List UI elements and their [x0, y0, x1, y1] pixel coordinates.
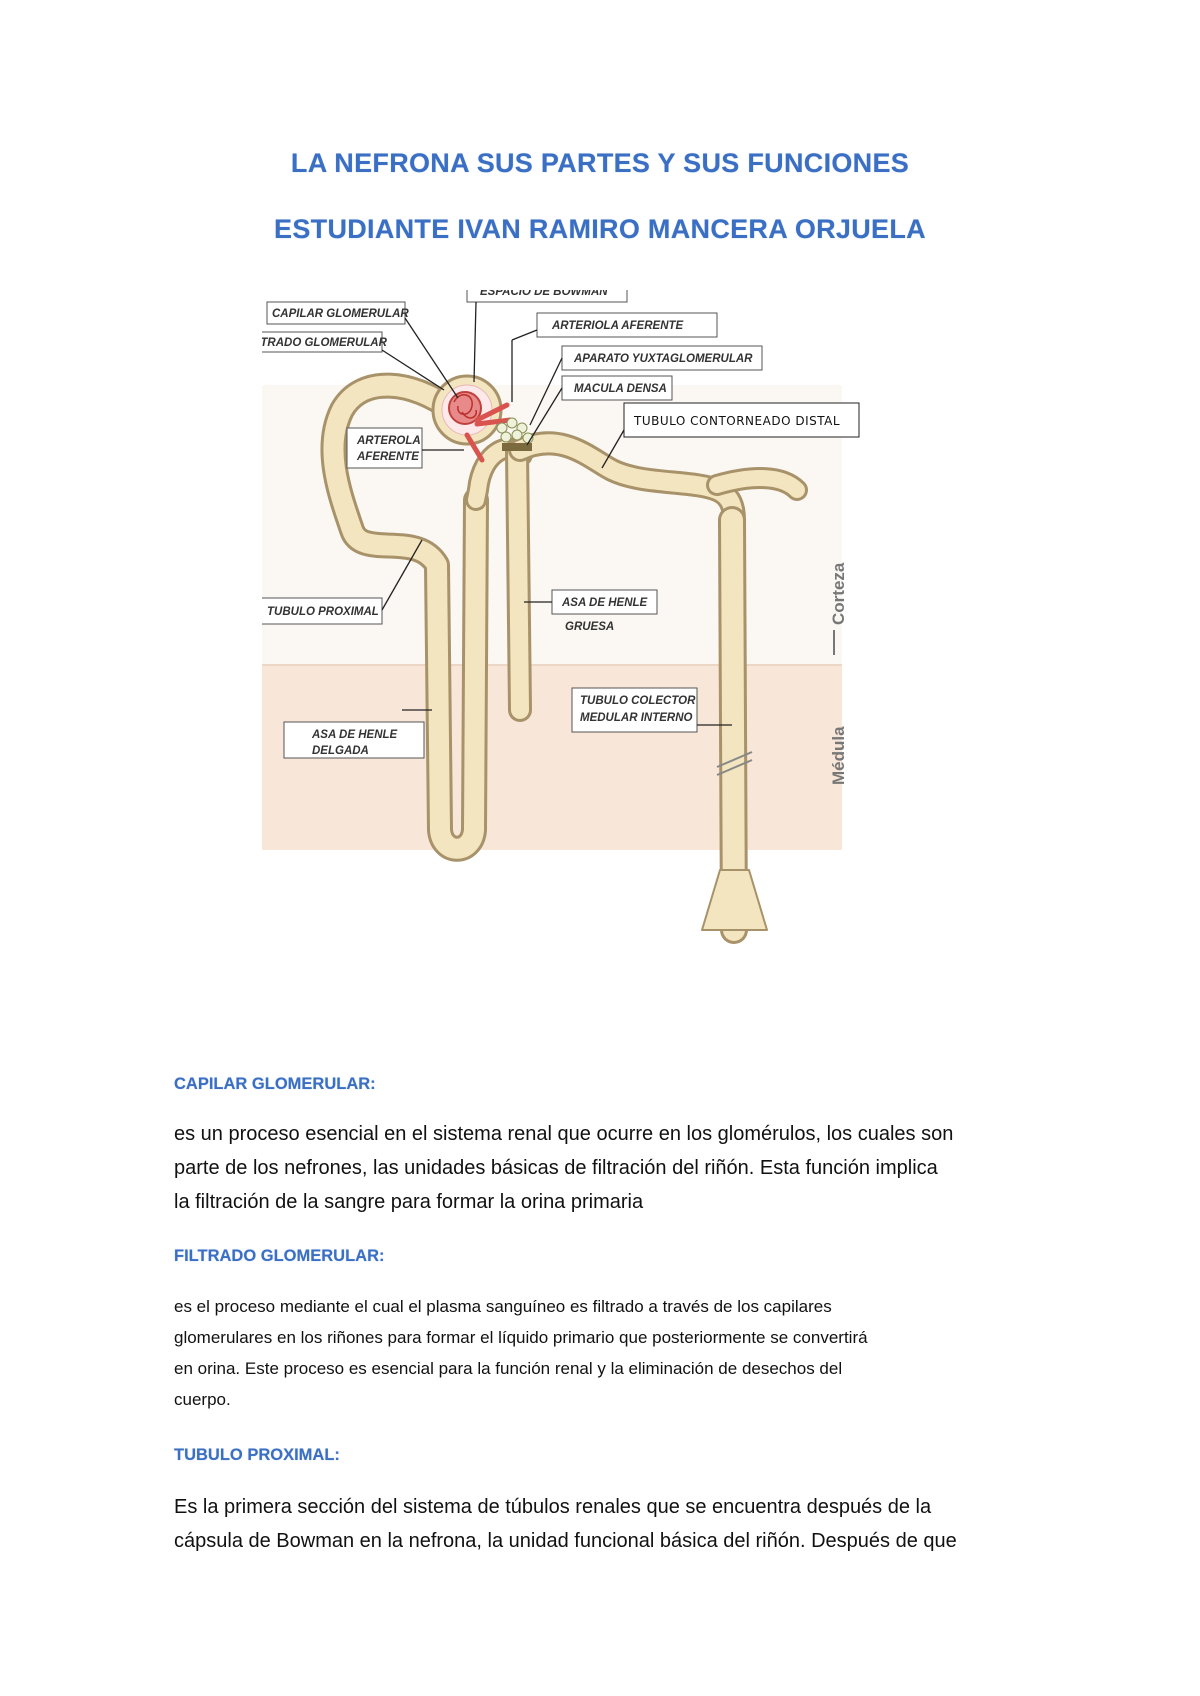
paragraph-filtrado-glomerular: es el proceso mediante el cual el plasma…	[174, 1291, 1054, 1415]
label-espacio-bowman: ESPACIO DE BOWMAN	[480, 290, 608, 298]
text-line: es un proceso esencial en el sistema ren…	[174, 1117, 1054, 1151]
text-line: glomerulares en los riñones para formar …	[174, 1322, 1054, 1353]
text-line: cápsula de Bowman en la nefrona, la unid…	[174, 1524, 1054, 1558]
label-arteriola-aferente: ARTERIOLA AFERENTE	[551, 320, 684, 332]
text-line: cuerpo.	[174, 1384, 1054, 1415]
heading-tubulo-proximal: TUBULO PROXIMAL:	[174, 1446, 340, 1465]
label-tubulo-distal: TUBULO CONTORNEADO DISTAL	[633, 414, 840, 428]
label-corteza: Corteza	[829, 562, 848, 625]
paragraph-capilar-glomerular: es un proceso esencial en el sistema ren…	[174, 1117, 1054, 1219]
nephron-diagram: ESPACIO DE BOWMAN CAPILAR GLOMERULAR ART…	[262, 290, 942, 975]
document-title: LA NEFRONA SUS PARTES Y SUS FUNCIONES	[0, 148, 1200, 179]
label-gruesa: GRUESA	[565, 621, 614, 633]
label-asa-delgada-2: DELGADA	[312, 745, 369, 757]
paragraph-tubulo-proximal: Es la primera sección del sistema de túb…	[174, 1490, 1054, 1558]
text-line: en orina. Este proceso es esencial para …	[174, 1353, 1054, 1384]
text-line: Es la primera sección del sistema de túb…	[174, 1490, 1054, 1524]
document-author: ESTUDIANTE IVAN RAMIRO MANCERA ORJUELA	[0, 214, 1200, 245]
heading-filtrado-glomerular: FILTRADO GLOMERULAR:	[174, 1247, 385, 1266]
text-line: parte de los nefrones, las unidades bási…	[174, 1151, 1054, 1185]
heading-capilar-glomerular: CAPILAR GLOMERULAR:	[174, 1075, 376, 1094]
label-capilar-glomerular: CAPILAR GLOMERULAR	[272, 308, 409, 320]
collecting-duct-flare	[702, 870, 767, 930]
label-macula-densa: MACULA DENSA	[574, 383, 667, 395]
text-line: es el proceso mediante el cual el plasma…	[174, 1291, 1054, 1322]
label-tubulo-proximal: TUBULO PROXIMAL	[267, 606, 379, 618]
label-asa-henle: ASA DE HENLE	[561, 597, 648, 609]
label-filtrado-glomerular: FILTRADO GLOMERULAR	[262, 337, 388, 349]
label-tubulo-colector-2: MEDULAR INTERNO	[580, 712, 692, 724]
label-medula: Médula	[829, 726, 848, 785]
label-aferente: AFERENTE	[356, 451, 419, 463]
label-tubulo-colector-1: TUBULO COLECTOR	[580, 695, 696, 707]
text-line: la filtración de la sangre para formar l…	[174, 1185, 1054, 1219]
label-arterola: ARTEROLA	[356, 435, 421, 447]
label-asa-delgada-1: ASA DE HENLE	[311, 729, 398, 741]
label-aparato-yuxtaglomerular: APARATO YUXTAGLOMERULAR	[573, 353, 753, 365]
